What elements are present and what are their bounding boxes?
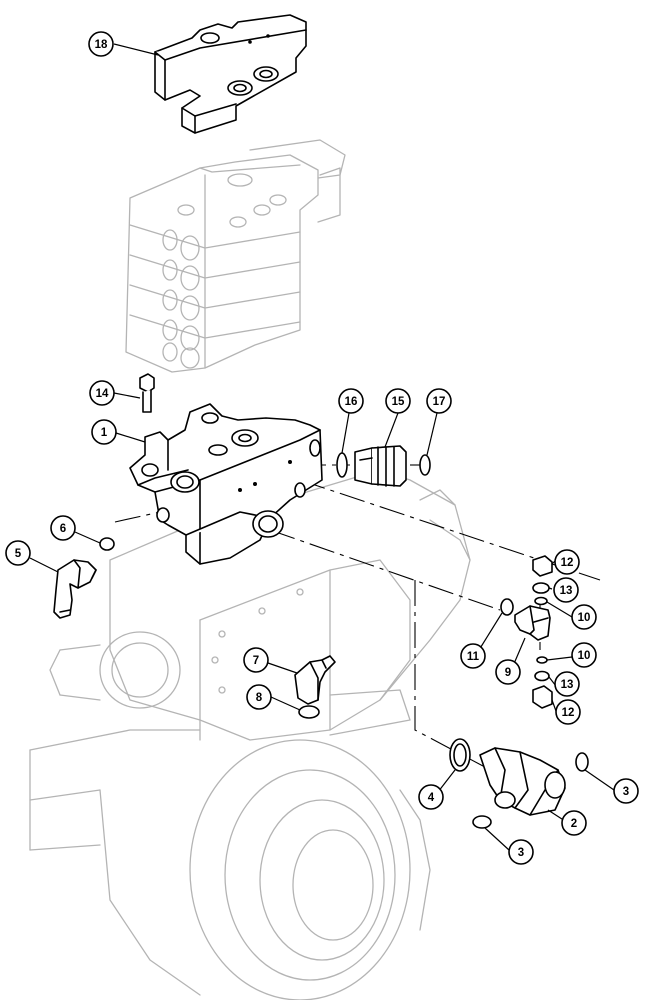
part-bolt bbox=[139, 373, 155, 413]
part-valve-body bbox=[129, 403, 323, 565]
part-top-cover-plate bbox=[154, 14, 307, 134]
callout-7: 7 bbox=[243, 647, 269, 673]
ghost-control-valve-stack bbox=[125, 139, 346, 373]
part-cap-nut-12-upper bbox=[532, 555, 553, 577]
part-oring-17 bbox=[419, 454, 431, 476]
callout-2-label: 2 bbox=[571, 818, 577, 830]
callout-16-label: 16 bbox=[345, 396, 358, 408]
callout-1: 1 bbox=[91, 419, 117, 445]
part-tee-banjo-9 bbox=[514, 605, 551, 641]
callout-14-label: 14 bbox=[96, 388, 109, 400]
callout-12-upper-label: 12 bbox=[561, 557, 574, 569]
callout-17-label: 17 bbox=[433, 396, 446, 408]
callout-10-upper: 10 bbox=[571, 604, 597, 630]
ghost-rear-axle-housing bbox=[29, 469, 471, 1000]
part-washer-10-upper bbox=[534, 596, 548, 606]
part-oring-4 bbox=[449, 738, 471, 772]
callout-18: 18 bbox=[88, 31, 114, 57]
part-washer-13-upper bbox=[532, 582, 550, 594]
callout-3-upper-label: 3 bbox=[623, 786, 629, 798]
callout-12-lower-label: 12 bbox=[562, 707, 575, 719]
callout-10-lower: 10 bbox=[571, 642, 597, 668]
part-adapter-fitting-15 bbox=[354, 445, 407, 487]
callout-13-lower: 13 bbox=[554, 671, 580, 697]
callout-18-label: 18 bbox=[95, 39, 108, 51]
part-oring-16 bbox=[336, 452, 348, 478]
callout-4-label: 4 bbox=[428, 792, 435, 804]
leader-lines bbox=[29, 43, 615, 851]
callout-10-upper-label: 10 bbox=[578, 612, 591, 624]
callout-17: 17 bbox=[426, 388, 452, 414]
callout-2: 2 bbox=[561, 810, 587, 836]
callout-12-lower: 12 bbox=[555, 699, 581, 725]
part-oring-6 bbox=[99, 537, 115, 551]
callout-9-label: 9 bbox=[505, 667, 511, 679]
part-elbow-fitting-5 bbox=[53, 559, 97, 619]
callout-6-label: 6 bbox=[60, 523, 66, 535]
callout-8: 8 bbox=[246, 684, 272, 710]
callout-12-upper: 12 bbox=[554, 549, 580, 575]
callout-14: 14 bbox=[89, 380, 115, 406]
part-washer-10-lower bbox=[536, 656, 548, 664]
part-oring-8 bbox=[298, 705, 320, 719]
callout-8-label: 8 bbox=[256, 692, 263, 704]
callout-3-lower: 3 bbox=[508, 839, 534, 865]
part-oring-3-upper bbox=[575, 752, 589, 772]
part-oring-11 bbox=[500, 598, 514, 616]
part-oring-3-lower bbox=[472, 815, 492, 829]
callout-10-lower-label: 10 bbox=[578, 650, 591, 662]
callout-16: 16 bbox=[338, 388, 364, 414]
part-washer-13-lower bbox=[534, 670, 550, 682]
callout-3-lower-label: 3 bbox=[518, 847, 524, 859]
callout-6: 6 bbox=[50, 515, 76, 541]
callout-13-lower-label: 13 bbox=[561, 679, 574, 691]
callout-7-label: 7 bbox=[253, 655, 259, 667]
callout-5-label: 5 bbox=[15, 548, 22, 560]
callout-11: 11 bbox=[460, 643, 486, 669]
callout-3-upper: 3 bbox=[613, 778, 639, 804]
callout-13-upper: 13 bbox=[553, 577, 579, 603]
callout-15: 15 bbox=[385, 388, 411, 414]
callout-4: 4 bbox=[418, 784, 444, 810]
callout-15-label: 15 bbox=[392, 396, 405, 408]
callout-11-label: 11 bbox=[467, 651, 480, 663]
part-tee-fitting-2 bbox=[479, 747, 566, 816]
part-elbow-fitting-7 bbox=[294, 655, 336, 705]
callout-13-upper-label: 13 bbox=[560, 585, 573, 597]
callout-5: 5 bbox=[5, 540, 31, 566]
callout-9: 9 bbox=[495, 659, 521, 685]
callout-1-label: 1 bbox=[101, 427, 108, 439]
part-cap-nut-12-lower bbox=[532, 685, 553, 709]
